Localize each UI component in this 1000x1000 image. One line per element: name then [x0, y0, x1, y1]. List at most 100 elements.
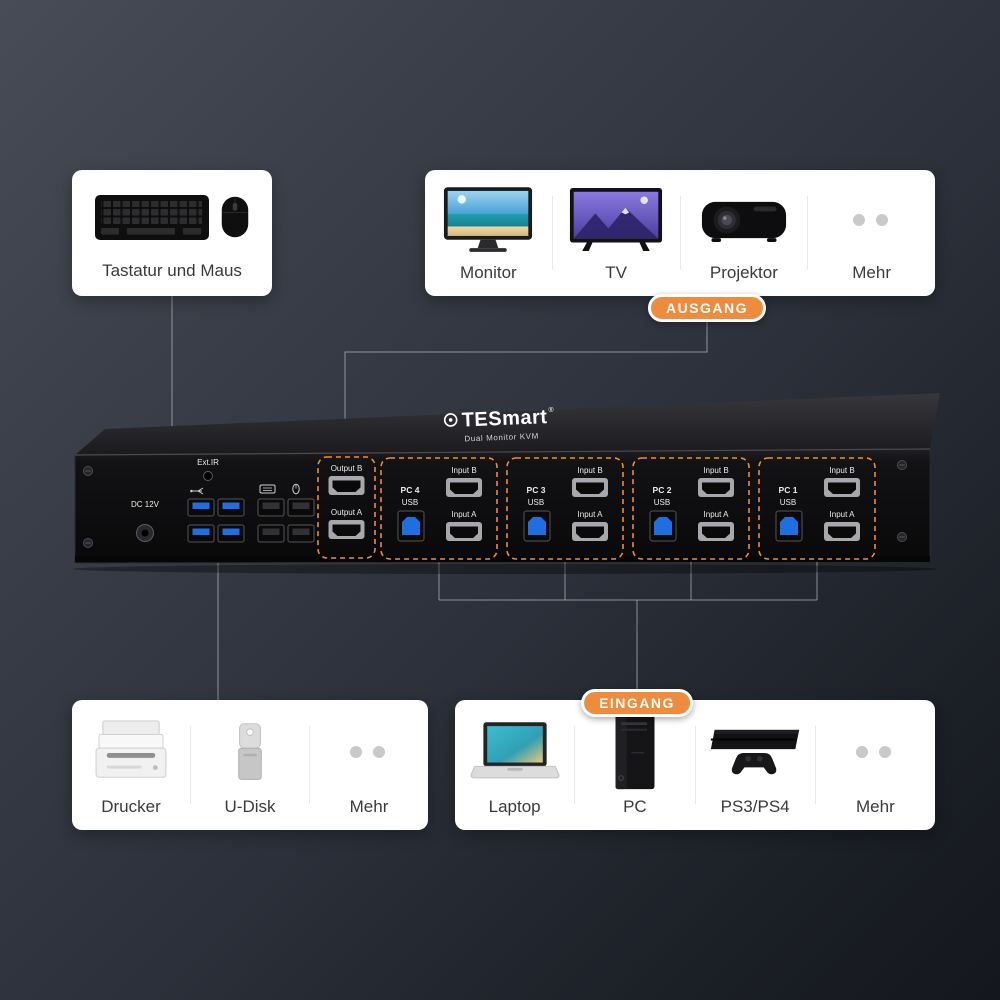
dc-power-port: DC 12V	[131, 500, 160, 542]
svg-text:Input B: Input B	[703, 466, 728, 475]
printer-icon	[72, 700, 190, 792]
input-b-port	[698, 478, 734, 497]
card-divider	[574, 726, 576, 804]
input-item-ps: PS3/PS4	[696, 700, 815, 830]
screw-icon	[897, 460, 907, 470]
kvm-switch-device: TESmart ® Dual Monitor KVM DC 12V Ext.IR	[73, 393, 940, 574]
output-b-port	[328, 476, 365, 495]
item-label: Mehr	[852, 263, 891, 282]
input-a-port	[824, 522, 860, 541]
more-dots-icon	[808, 170, 935, 258]
usb2-ports	[257, 483, 315, 543]
device-shadow	[73, 564, 937, 574]
card-divider	[190, 726, 191, 804]
card-divider	[679, 196, 681, 270]
card-peripherals: Drucker U-Disk Mehr	[72, 700, 428, 830]
card-outputs: Monitor	[425, 170, 935, 296]
item-label: Mehr	[856, 797, 895, 816]
svg-text:Input A: Input A	[830, 510, 856, 519]
input-a-port	[698, 522, 734, 541]
ausgang-badge: AUSGANG	[647, 294, 767, 322]
keyboard-icon	[95, 195, 209, 240]
registered-mark: ®	[548, 406, 554, 414]
input-b-port	[572, 478, 608, 497]
line-ausgang-to-outputs	[344, 318, 708, 444]
ext-ir-port: Ext.IR	[197, 458, 219, 481]
item-label: Projektor	[709, 263, 778, 282]
output-a-port	[328, 520, 365, 539]
mouse-mini-icon	[292, 483, 300, 495]
svg-text:Ext.IR: Ext.IR	[197, 458, 219, 467]
usb-flash-drive-icon	[191, 700, 309, 792]
screw-icon	[83, 466, 93, 476]
brand-name: TESmart	[461, 406, 548, 431]
svg-text:Input A: Input A	[578, 510, 604, 519]
svg-text:Output A: Output A	[331, 508, 363, 517]
usb3-icon	[190, 487, 204, 495]
eingang-badge: EINGANG	[581, 689, 693, 717]
output-item-projector: Projektor	[681, 170, 808, 296]
svg-text:Output B: Output B	[331, 464, 363, 473]
peripheral-item-printer: Drucker	[72, 700, 190, 830]
input-item-more: Mehr	[816, 700, 935, 830]
screw-icon	[897, 532, 907, 542]
monitor-icon	[425, 170, 552, 258]
svg-text:USB: USB	[402, 498, 418, 507]
screw-icon	[83, 538, 93, 548]
input-item-pc: PC	[575, 700, 694, 830]
svg-text:Input A: Input A	[452, 510, 478, 519]
item-label: U-Disk	[224, 797, 276, 816]
input-item-laptop: Laptop	[455, 700, 574, 830]
output-item-more: Mehr	[808, 170, 935, 296]
item-label: TV	[605, 263, 627, 282]
item-label: Mehr	[349, 797, 389, 816]
keyboard-mini-icon	[259, 484, 276, 494]
card-label: Tastatur und Maus	[102, 261, 242, 280]
svg-text:PC 2: PC 2	[653, 485, 672, 495]
mouse-icon	[221, 196, 249, 238]
svg-text:USB: USB	[528, 498, 544, 507]
usb-b-port	[649, 510, 677, 542]
item-label: Laptop	[488, 797, 541, 816]
input-a-port	[446, 522, 482, 541]
card-inputs: Laptop PC	[455, 700, 935, 830]
svg-text:PC 1: PC 1	[779, 485, 798, 495]
peripheral-item-more: Mehr	[310, 700, 428, 830]
laptop-icon	[455, 700, 574, 792]
input-b-port	[824, 478, 860, 497]
svg-text:PC 4: PC 4	[401, 485, 420, 495]
more-dots-icon	[310, 700, 428, 792]
input-a-port	[572, 522, 608, 541]
usb-b-port	[397, 510, 425, 542]
card-divider	[807, 196, 809, 270]
card-divider	[694, 726, 696, 804]
output-ports-group: Output B Output A	[317, 456, 376, 559]
peripheral-item-udisk: U-Disk	[191, 700, 309, 830]
pc-group-2: PC 2 USB Input B Input A	[632, 457, 750, 560]
tv-icon	[553, 170, 680, 258]
pc-group-4: PC 4 USB Input B Input A	[380, 457, 498, 560]
input-b-port	[446, 478, 482, 497]
line-pc-stubs	[438, 562, 818, 600]
model-text: Dual Monitor KVM	[464, 431, 539, 443]
svg-text:Input B: Input B	[451, 466, 476, 475]
card-divider	[309, 726, 310, 804]
output-item-tv: TV	[553, 170, 680, 296]
pc-group-3: PC 3 USB Input B Input A	[506, 457, 624, 560]
item-label: PC	[623, 797, 647, 816]
card-keyboard-mouse: Tastatur und Maus	[72, 170, 272, 296]
svg-text:USB: USB	[780, 498, 796, 507]
item-label: Drucker	[101, 797, 161, 816]
card-divider	[551, 196, 553, 270]
svg-text:Input B: Input B	[829, 466, 854, 475]
brand-block: TESmart ® Dual Monitor KVM	[443, 406, 555, 443]
desktop-tower-icon	[575, 700, 694, 792]
card-divider	[814, 726, 816, 804]
svg-text:DC 12V: DC 12V	[131, 500, 160, 509]
projector-icon	[681, 170, 808, 258]
item-label: Monitor	[460, 263, 517, 282]
usb3-ports	[187, 487, 245, 543]
usb-b-port	[775, 510, 803, 542]
